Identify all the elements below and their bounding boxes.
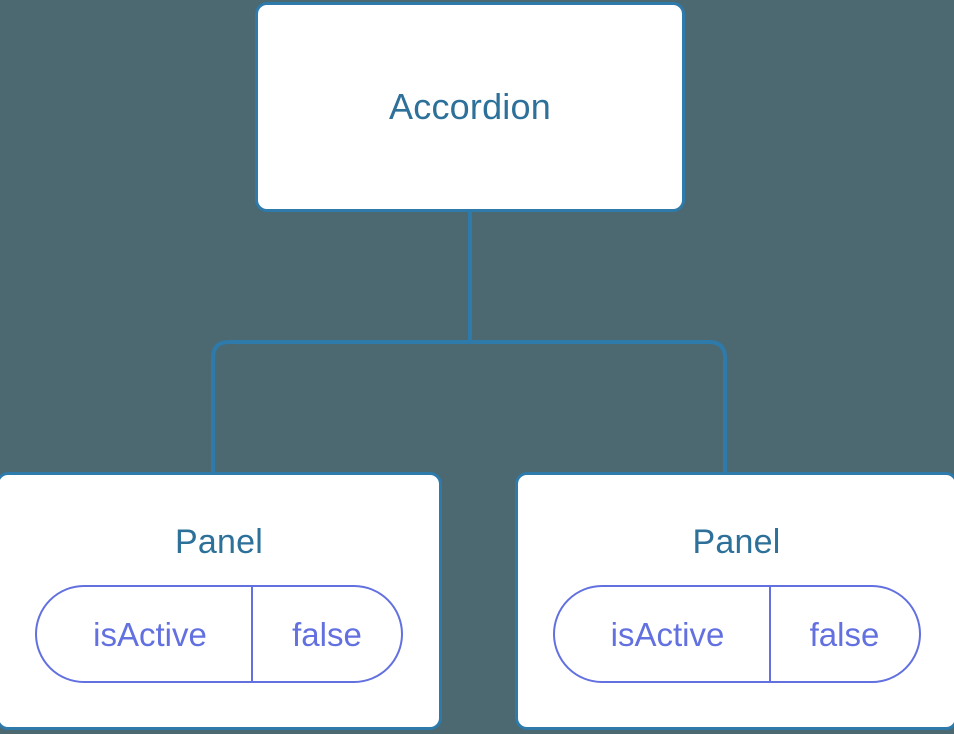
node-panel-right[interactable]: Panel isActive false	[515, 472, 954, 730]
node-accordion-title: Accordion	[389, 86, 551, 127]
prop-value-label: false	[251, 587, 401, 681]
edge-to-left-panel	[211, 340, 470, 474]
prop-badge-is-active-left[interactable]: isActive false	[35, 585, 403, 683]
node-panel-left-title: Panel	[175, 523, 263, 561]
prop-value-label: false	[768, 587, 919, 681]
node-accordion[interactable]: Accordion	[255, 2, 685, 212]
node-panel-right-title: Panel	[692, 523, 781, 561]
prop-key-label: isActive	[610, 615, 725, 653]
prop-badge-is-active-right[interactable]: isActive false	[552, 585, 921, 683]
node-panel-left[interactable]: Panel isActive false	[0, 472, 442, 730]
edge-to-right-panel	[470, 340, 727, 474]
prop-key-label: isActive	[93, 615, 207, 653]
